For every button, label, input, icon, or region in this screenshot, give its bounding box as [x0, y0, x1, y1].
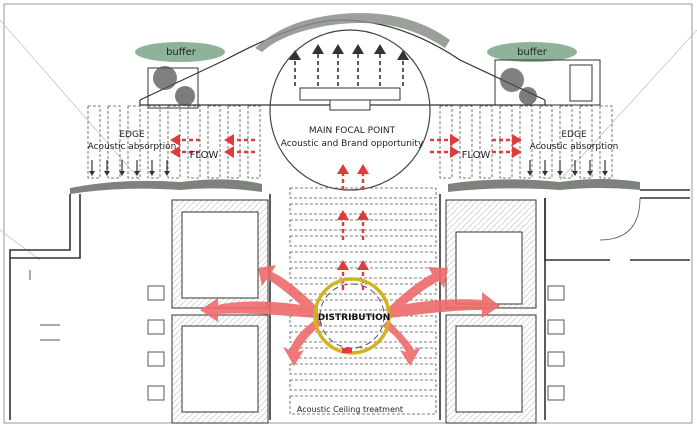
right-rooms — [445, 199, 537, 424]
right-planter — [494, 59, 601, 106]
distribution-label: DISTRIBUTION — [318, 313, 391, 323]
right-fixtures — [547, 285, 565, 401]
focal-bar — [299, 87, 401, 101]
right-buffer-area — [487, 42, 601, 106]
right-distribution-fan — [382, 267, 500, 366]
left-rooms — [171, 199, 269, 424]
edge-left-sub: Acoustic absorption — [88, 142, 177, 152]
ceiling-panels — [289, 187, 437, 415]
ceiling-label: Acoustic Ceiling treatment — [297, 405, 403, 414]
buffer-right-label: buffer — [517, 47, 548, 58]
left-tree — [153, 66, 177, 90]
left-buffer-area — [135, 42, 225, 109]
flow-right-label: FLOW — [462, 150, 491, 161]
ring-marker — [342, 348, 352, 353]
right-tree-2 — [519, 87, 537, 105]
roof-hedge — [255, 13, 450, 52]
construction-lines — [0, 19, 697, 261]
right-tree — [500, 68, 524, 92]
left-tree-2 — [175, 86, 195, 106]
flow-left-arrows — [170, 134, 255, 158]
left-fixtures — [29, 270, 165, 401]
buffer-left-label: buffer — [166, 47, 197, 58]
edge-right-title: EDGE — [561, 130, 587, 140]
focal-title: MAIN FOCAL POINT — [309, 126, 396, 136]
flow-right-arrows — [430, 134, 522, 158]
left-buffer-green — [135, 42, 225, 62]
edge-right-sub: Acoustic absorption — [530, 142, 619, 152]
focal-sub: Acoustic and Brand opportunity — [281, 139, 424, 149]
right-furniture — [569, 64, 593, 102]
flow-left-label: FLOW — [190, 150, 219, 161]
right-hedge — [448, 179, 640, 192]
frame-border — [3, 3, 693, 424]
left-hedge — [70, 179, 262, 194]
door-arc — [599, 197, 641, 241]
walls — [9, 189, 690, 420]
focal-stand — [329, 99, 371, 111]
edge-left-title: EDGE — [119, 130, 145, 140]
edge-down-arrows — [89, 160, 608, 176]
left-distribution-fan — [200, 265, 322, 366]
right-buffer-green — [487, 42, 577, 62]
left-planter — [147, 67, 199, 109]
flow-up-arrows — [337, 164, 369, 290]
focal-arrows — [289, 44, 409, 86]
focal-circle — [269, 29, 431, 191]
